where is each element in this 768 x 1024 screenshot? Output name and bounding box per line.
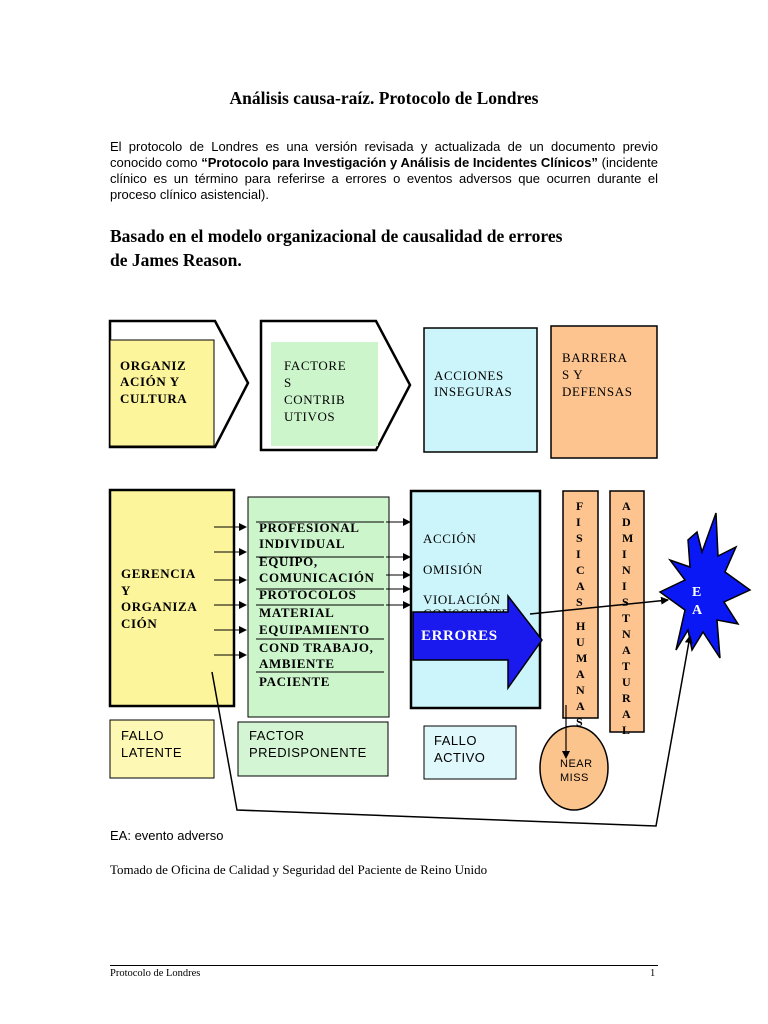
box-acciones-list: ACCIÓN OMISIÓN VIOLACIÓN CONSCIENTE: [409, 489, 542, 710]
subtitle-line-1: Basado en el modelo organizacional de ca…: [110, 226, 563, 246]
box-factores-list: PROFESIONAL INDIVIDUAL EQUIPO, COMUNICAC…: [247, 496, 390, 718]
page-title: Análisis causa-raíz. Protocolo de Londre…: [229, 88, 539, 108]
natural-letters: N A T U R A L: [622, 627, 634, 737]
humanas-letters: H U M A N A S: [576, 619, 590, 729]
box-acciones-inseguras: ACCIONES INSEGURAS: [423, 327, 538, 453]
errores-arrow: ERRORES: [412, 593, 543, 691]
box-barreras-defensas: BARRERA S Y DEFENSAS: [550, 325, 658, 459]
intro-bold-title: “Protocolo para Investigación y Análisis…: [201, 155, 598, 170]
organizacion-cultura-label: ORGANIZ ACIÓN Y CULTURA: [120, 358, 190, 406]
box-gerencia-organizacion: GERENCIA Y ORGANIZA CIÓN: [108, 488, 236, 708]
fisicas-letters: F I S I C A S: [576, 499, 588, 609]
connector-arrows-gerencia: [214, 523, 247, 659]
box-fallo-activo: FALLO ACTIVO: [423, 725, 517, 780]
barrera-fisicas-humanas: F I S I C A S H U M A N A S: [562, 490, 599, 729]
intro-text-2: (incidente clínico es un término para re…: [110, 155, 658, 202]
barreras-defensas-label: BARRERA S Y DEFENSAS: [562, 350, 633, 399]
fallo-activo-label: FALLO ACTIVO: [434, 733, 485, 765]
subtitle-line-2: de James Reason.: [110, 250, 242, 270]
errores-label: ERRORES: [421, 628, 498, 644]
box-factores-contributivos: FACTORE S CONTRIB UTIVOS: [259, 319, 412, 452]
box-organizacion-cultura: ORGANIZ ACIÓN Y CULTURA: [108, 319, 250, 449]
factores-contributivos-fill: [271, 342, 378, 446]
organizacion-cultura-fill: [109, 339, 215, 447]
page-number: 1: [650, 968, 656, 979]
source-note: Tomado de Oficina de Calidad y Seguridad…: [110, 862, 488, 877]
errores-to-ea-arrow: [529, 596, 669, 615]
latent-path-to-ea: [211, 635, 693, 827]
box-factor-predisponente: FACTOR PREDISPONENTE: [237, 721, 389, 777]
connector-arrows-factores: [386, 518, 411, 609]
intro-text-1: El protocolo de Londres es una versión r…: [110, 139, 658, 170]
administ-letters: A D M I N I S T: [622, 499, 636, 625]
evento-adverso-star: E A: [658, 512, 752, 659]
factores-list-text: PROFESIONAL INDIVIDUAL EQUIPO, COMUNICAC…: [259, 520, 378, 689]
factor-predisponente-label: FACTOR PREDISPONENTE: [249, 728, 367, 760]
factores-contributivos-label: FACTORE S CONTRIB UTIVOS: [284, 358, 350, 424]
ea-footnote: EA: evento adverso: [110, 828, 224, 843]
acciones-inseguras-label: ACCIONES INSEGURAS: [434, 368, 512, 399]
footer-divider: [110, 965, 658, 966]
gerencia-organizacion-label: GERENCIA Y ORGANIZA CIÓN: [121, 566, 200, 631]
ea-label: E A: [692, 585, 706, 618]
near-miss-circle: NEAR MISS: [539, 725, 609, 811]
intro-paragraph: El protocolo de Londres es una versión r…: [110, 139, 658, 203]
section-subtitle: Basado en el modelo organizacional de ca…: [110, 224, 670, 272]
box-fallo-latente: FALLO LATENTE: [109, 719, 215, 779]
footer-title: Protocolo de Londres: [110, 968, 201, 979]
fallo-latente-label: FALLO LATENTE: [121, 728, 182, 760]
near-miss-label: NEAR MISS: [560, 758, 596, 784]
barrera-administrativas-naturales: A D M I N I S T N A T U R A L: [609, 490, 645, 737]
